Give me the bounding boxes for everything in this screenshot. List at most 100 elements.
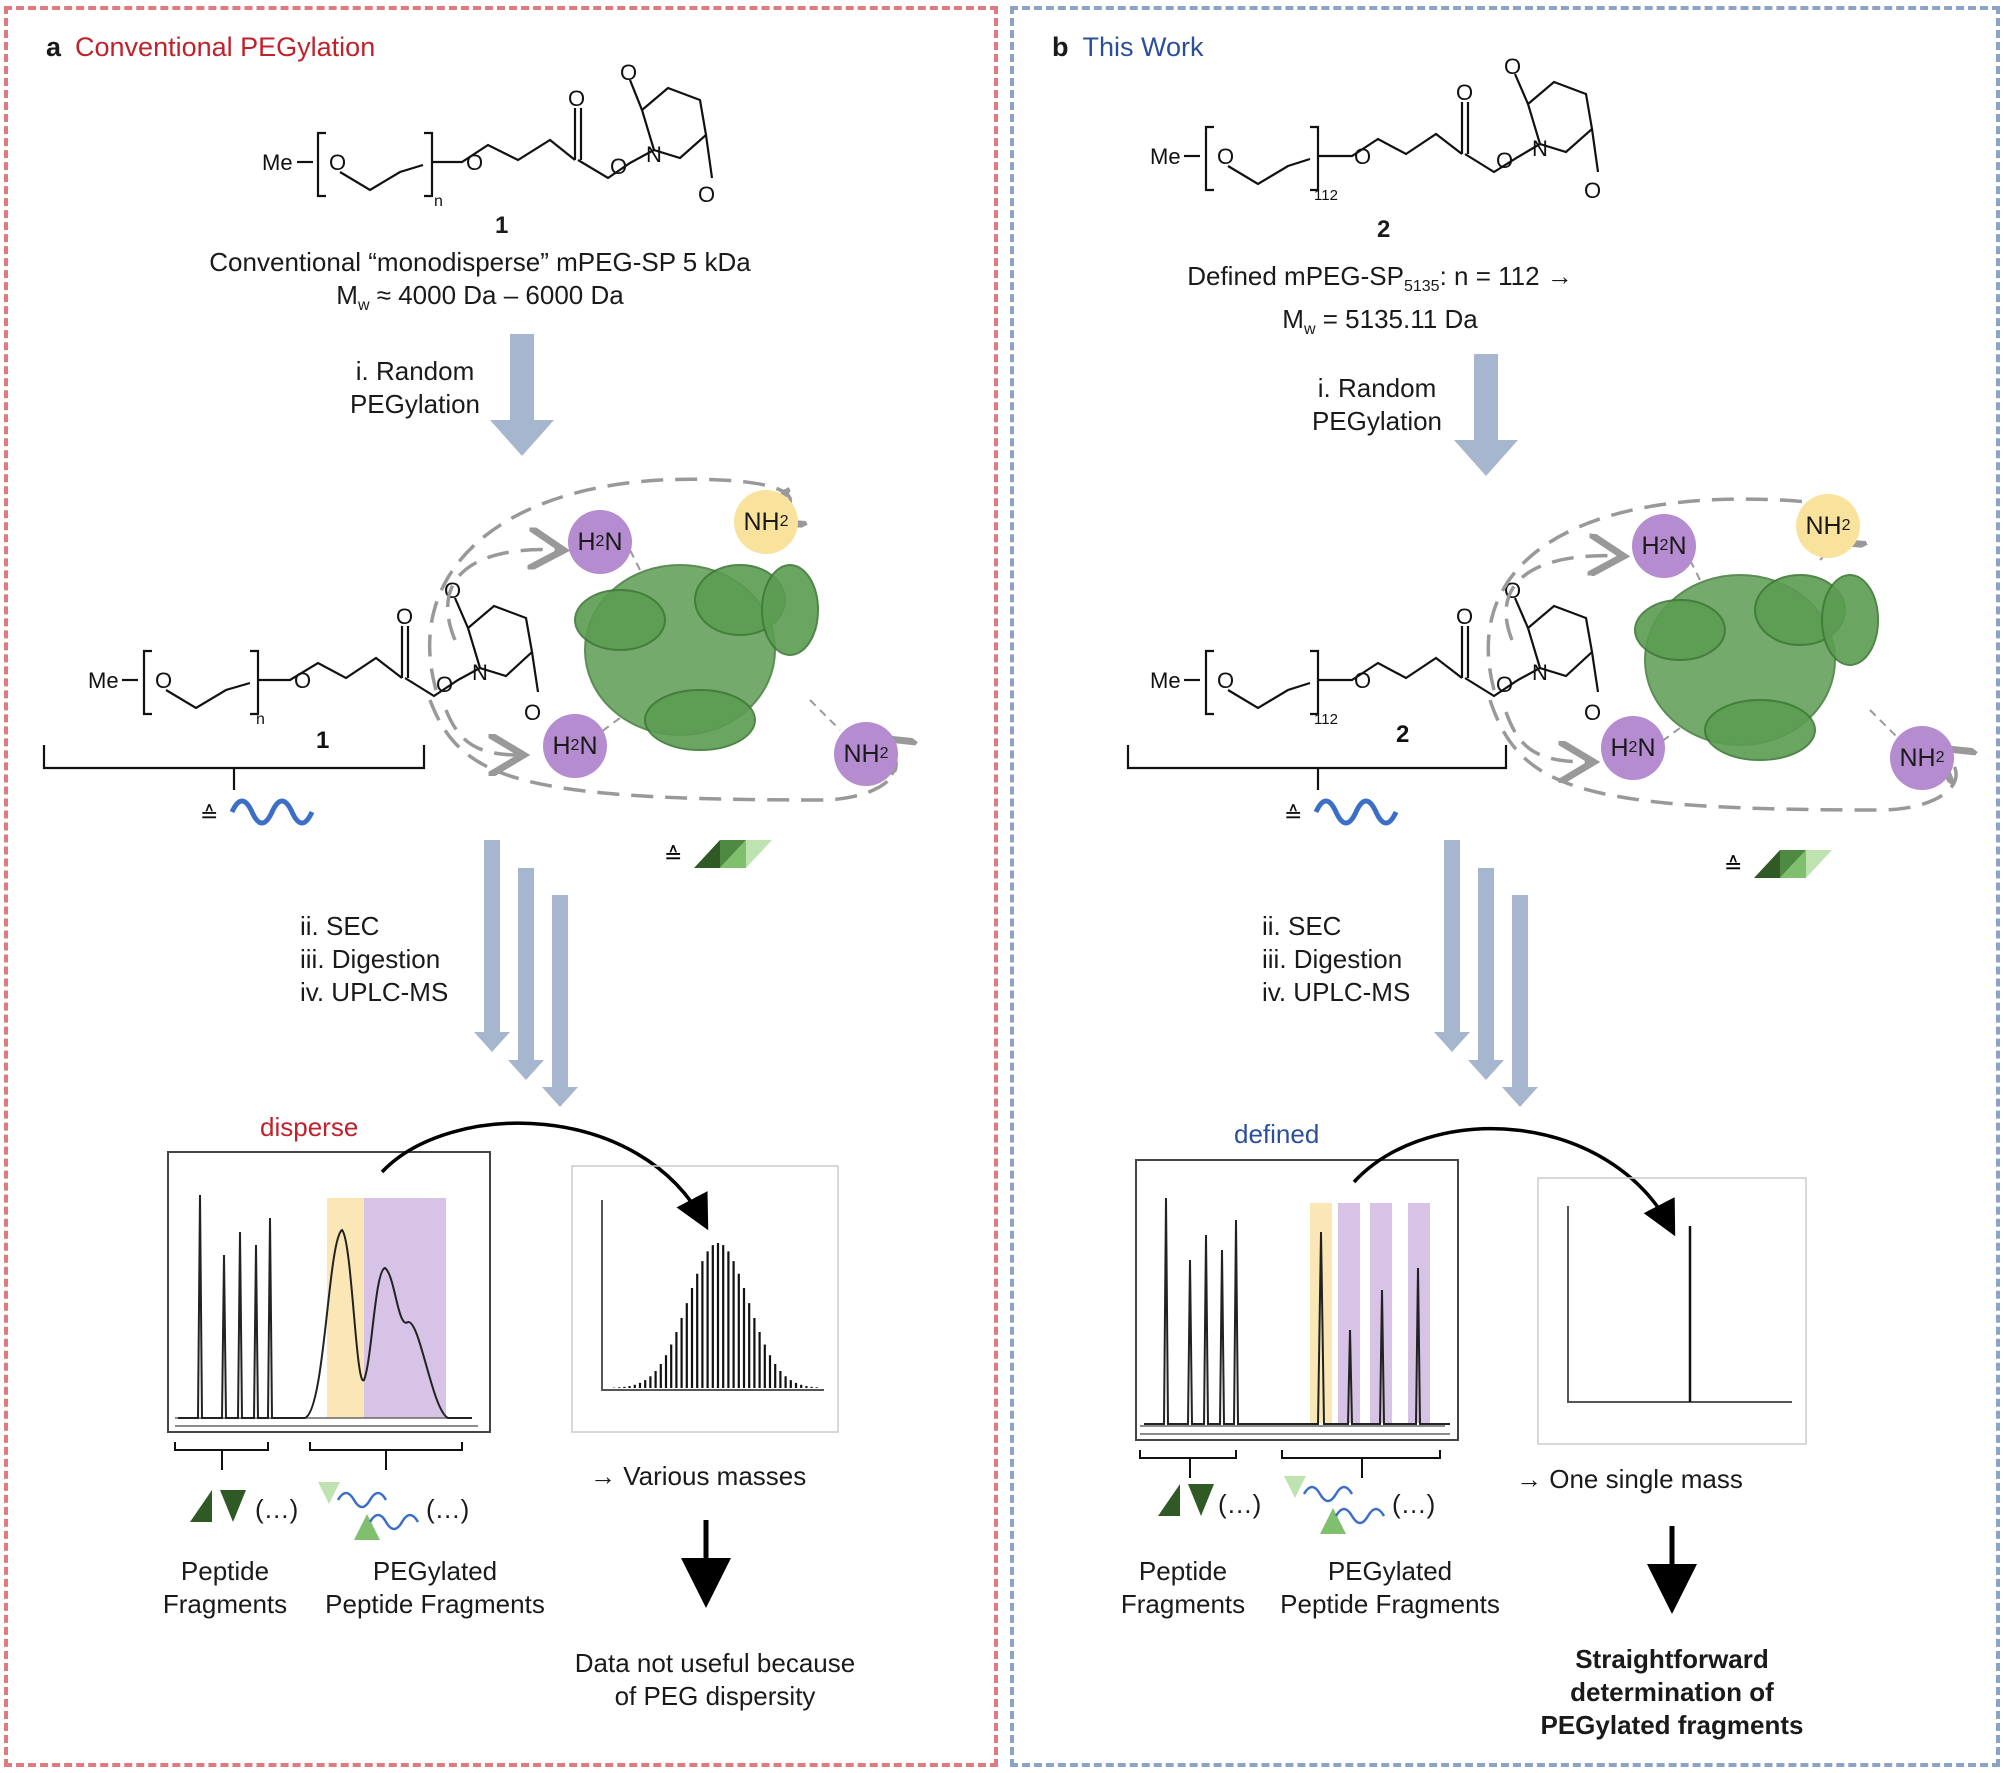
amine-n: N bbox=[1668, 531, 1687, 560]
svg-text:O: O bbox=[396, 604, 413, 629]
label-disperse: disperse bbox=[260, 1112, 359, 1142]
triple-arrows-b bbox=[1434, 840, 1538, 1107]
svg-text:Me: Me bbox=[1150, 144, 1181, 169]
mw-symbol-a: M bbox=[336, 280, 358, 310]
svg-text:n: n bbox=[256, 711, 265, 728]
desc-b-pre: Defined mPEG-SP bbox=[1187, 261, 1404, 291]
panel-a-desc-line1: Conventional “monodisperse” mPEG-SP 5 kD… bbox=[209, 247, 751, 277]
compound-2-label: 2 bbox=[1377, 216, 1391, 243]
ellipsis-a2: (…) bbox=[426, 1494, 470, 1524]
conclusion-b: Straightforward determination of PEGylat… bbox=[1532, 1643, 1812, 1742]
svg-text:O: O bbox=[1496, 148, 1513, 173]
pegylated-fragments-b: PEGylated Peptide Fragments bbox=[1265, 1555, 1515, 1621]
mw-sub-b: w bbox=[1303, 321, 1316, 338]
compound-1-label: 1 bbox=[495, 212, 509, 239]
panel-b-desc-line1: Defined mPEG-SP5135: n = 112 → bbox=[1120, 260, 1640, 303]
svg-text:O: O bbox=[1456, 604, 1473, 629]
step-digestion-b: iii. Digestion bbox=[1262, 944, 1403, 974]
ellipsis-b1: (…) bbox=[1218, 1489, 1262, 1519]
svg-text:N: N bbox=[472, 660, 488, 685]
svg-text:112: 112 bbox=[1314, 711, 1338, 728]
mol1-o3: O bbox=[568, 86, 585, 111]
svg-text:O: O bbox=[1217, 668, 1234, 693]
svg-text:≙: ≙ bbox=[664, 843, 682, 868]
mw-rest-b: = 5135.11 Da bbox=[1315, 304, 1478, 334]
pep-frag-b-l1: Peptide bbox=[1138, 1556, 1228, 1586]
mw-sub-a: w bbox=[357, 297, 370, 314]
step1-a-l2: PEGylation bbox=[349, 389, 481, 419]
panel-a-letter: a bbox=[46, 32, 62, 62]
amine-sub: 2 bbox=[1659, 537, 1669, 554]
svg-text:O: O bbox=[436, 672, 453, 697]
amine-h: H bbox=[1641, 531, 1660, 560]
svg-text:Me: Me bbox=[88, 668, 119, 693]
panel-a-desc-line2: Mw ≈ 4000 Da – 6000 Da bbox=[120, 279, 840, 322]
various-masses: → Various masses bbox=[590, 1461, 807, 1491]
mol1-mid-label: 1 bbox=[316, 727, 329, 754]
fragment-icons-a bbox=[190, 1482, 420, 1540]
step-digestion-a: iii. Digestion bbox=[300, 944, 441, 974]
conclusion-a: Data not useful because of PEG dispersit… bbox=[555, 1647, 875, 1713]
label-defined: defined bbox=[1234, 1119, 1320, 1149]
mol1-o1: O bbox=[329, 150, 346, 175]
molecule-2-mid bbox=[1126, 597, 1600, 790]
amine-sub2: 2 bbox=[779, 513, 789, 530]
panel-b-steps: ii. SEC iii. Digestion iv. UPLC-MS bbox=[1262, 910, 1410, 1009]
protein-b bbox=[1634, 574, 1879, 761]
ms-bars-a bbox=[612, 1243, 818, 1388]
svg-text:O: O bbox=[1354, 144, 1371, 169]
one-single-mass: → One single mass bbox=[1516, 1464, 1743, 1494]
pep-frag-a-l2: Fragments bbox=[162, 1589, 288, 1619]
peptide-fragments-b: Peptide Fragments bbox=[1098, 1555, 1268, 1621]
mass-spectrum-b bbox=[1537, 1177, 1807, 1445]
svg-text:O: O bbox=[1496, 672, 1513, 697]
triple-arrows-a bbox=[474, 840, 578, 1107]
peptide-fragments-a: Peptide Fragments bbox=[140, 1555, 310, 1621]
peg-frag-b-l1: PEGylated bbox=[1327, 1556, 1453, 1586]
mol1-me: Me bbox=[262, 150, 293, 175]
amine-sub2: 2 bbox=[1935, 749, 1945, 766]
chromatogram-b bbox=[1135, 1126, 1676, 1478]
svg-text:N: N bbox=[1532, 660, 1548, 685]
triangle-key-b: ≙ bbox=[1724, 850, 1832, 878]
panel-a-title: a Conventional PEGylation bbox=[46, 32, 375, 63]
amine-n: N bbox=[1637, 733, 1656, 762]
panel-b-title-text: This Work bbox=[1082, 32, 1204, 62]
step1-b-l1: i. Random bbox=[1317, 373, 1437, 403]
step-uplc-a: iv. UPLC-MS bbox=[300, 977, 449, 1007]
panel-b-step1: i. Random PEGylation bbox=[1292, 372, 1462, 438]
panel-a-step1: i. Random PEGylation bbox=[330, 355, 500, 421]
svg-text:O: O bbox=[1504, 54, 1521, 79]
panel-a-desc: Conventional “monodisperse” mPEG-SP 5 kD… bbox=[120, 246, 840, 322]
pep-frag-b-l2: Fragments bbox=[1120, 1589, 1246, 1619]
panel-a-title-text: Conventional PEGylation bbox=[75, 32, 376, 62]
amine-h: H bbox=[577, 527, 596, 556]
conclusion-a-l2: of PEG dispersity bbox=[614, 1681, 816, 1711]
panel-b-this-work: b This Work bbox=[1010, 6, 2000, 1767]
ellipsis-a1: (…) bbox=[255, 1494, 299, 1524]
mw-rest-a: ≈ 4000 Da – 6000 Da bbox=[369, 280, 624, 310]
chromatogram-a bbox=[167, 1121, 709, 1470]
amine-sub: 2 bbox=[570, 737, 580, 754]
dashed-arrows-a bbox=[427, 477, 896, 802]
peg-frag-b-l2: Peptide Fragments bbox=[1280, 1589, 1500, 1619]
fragment-icons-b bbox=[1158, 1476, 1386, 1534]
step-uplc-b: iv. UPLC-MS bbox=[1262, 977, 1411, 1007]
ellipsis-b2: (…) bbox=[1392, 1489, 1436, 1519]
amine-nh: NH bbox=[843, 739, 880, 768]
panel-b-letter: b bbox=[1052, 32, 1069, 62]
panel-b-desc-line2: Mw = 5135.11 Da bbox=[1120, 303, 1640, 346]
protein-a bbox=[574, 564, 819, 751]
panel-a-steps: ii. SEC iii. Digestion iv. UPLC-MS bbox=[300, 910, 448, 1009]
panel-b-desc: Defined mPEG-SP5135: n = 112 → Mw = 5135… bbox=[1120, 260, 1640, 346]
arrow-step1-b bbox=[1454, 354, 1518, 476]
svg-text:Me: Me bbox=[1150, 668, 1181, 693]
